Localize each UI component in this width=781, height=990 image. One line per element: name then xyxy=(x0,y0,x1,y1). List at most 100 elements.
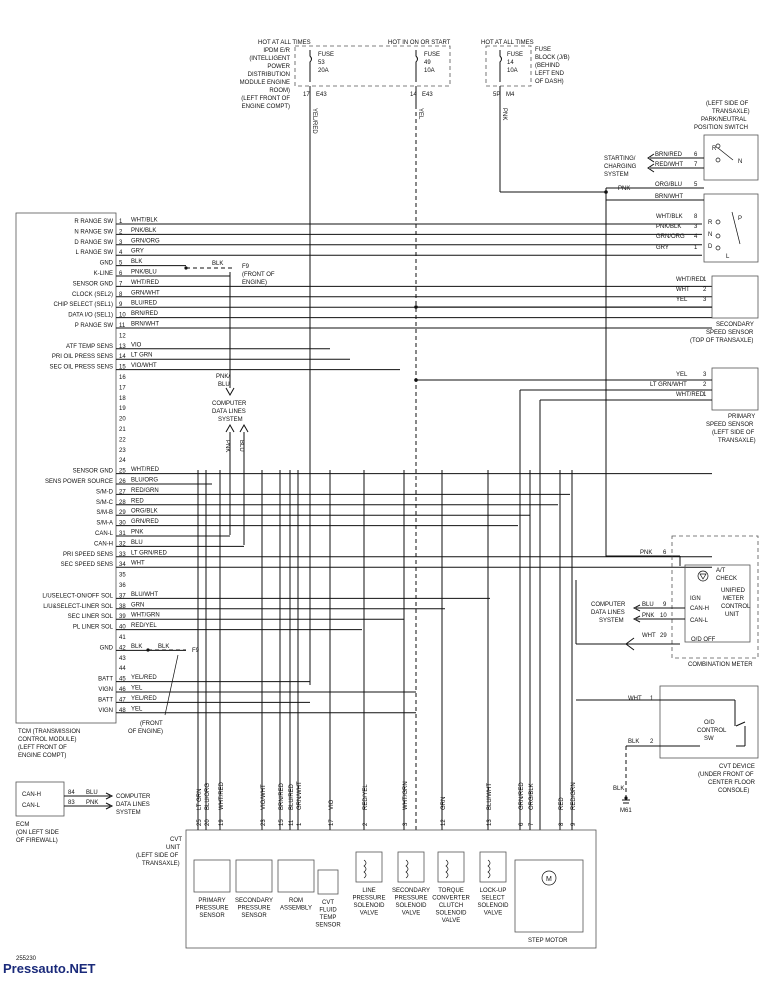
tcm-pin-number: 46 xyxy=(119,687,126,693)
svg-text:(UNDER FRONT OF: (UNDER FRONT OF xyxy=(698,772,754,778)
cvt-pin-wire: GRN/RED xyxy=(519,782,525,810)
tcm-pin-number: 32 xyxy=(119,541,126,547)
speed-feeds xyxy=(416,306,712,381)
tcm-pin-number: 37 xyxy=(119,593,126,599)
svg-text:ECM: ECM xyxy=(16,822,29,828)
svg-text:MODULE ENGINE: MODULE ENGINE xyxy=(240,80,290,86)
tcm-pin-name: VIGN xyxy=(98,687,113,693)
cvt-unit-components: PRIMARYPRESSURESENSORSECONDARYPRESSURESE… xyxy=(193,851,509,929)
pri-speed-wire: WHT/RED xyxy=(676,392,705,398)
cvt-component-label: VALVE xyxy=(484,911,502,917)
svg-text:FUSE: FUSE xyxy=(318,52,334,58)
tcm-pin-wire: GRN/RED xyxy=(131,519,159,525)
tcm-pin-wire: BRN/WHT xyxy=(131,322,159,328)
svg-text:BLK: BLK xyxy=(158,644,169,650)
tcm-pin-name: S/M-A xyxy=(96,521,113,527)
tcm-pin-number: 13 xyxy=(119,344,126,350)
tcm-pin-number: 2 xyxy=(119,229,123,235)
tcm-pin-number: 28 xyxy=(119,500,126,506)
ground-f9-top: BLK F9 (FRONT OF ENGINE) xyxy=(184,261,275,286)
svg-text:LEFT END: LEFT END xyxy=(535,71,565,77)
tcm-pin-number: 8 xyxy=(119,292,123,298)
cvt-pin-number: 25 xyxy=(197,819,203,826)
tcm-pin-number: 29 xyxy=(119,510,126,516)
tcm-pin-number: 5 xyxy=(119,261,123,267)
tcm-pin-number: 15 xyxy=(119,365,126,371)
solenoid-coil-icon xyxy=(487,859,491,879)
cvt-component-label: SENSOR xyxy=(199,913,225,919)
svg-text:(INTELLIGENT: (INTELLIGENT xyxy=(249,56,290,62)
svg-text:M61: M61 xyxy=(620,808,632,814)
sec-speed-pin: 1 xyxy=(703,277,707,283)
cvt-pin-number: 1 xyxy=(297,822,303,826)
tcm-pin-number: 39 xyxy=(119,614,126,620)
svg-text:53: 53 xyxy=(318,60,325,66)
svg-text:CAN-L: CAN-L xyxy=(690,618,709,624)
svg-text:L: L xyxy=(726,254,730,260)
svg-text:SECONDARY: SECONDARY xyxy=(716,322,754,328)
cdls-top: PNK/ BLU COMPUTER DATA LINES SYSTEM xyxy=(212,374,247,423)
jb-box xyxy=(485,45,532,87)
svg-text:CHECK: CHECK xyxy=(716,576,737,582)
svg-text:UNIT: UNIT xyxy=(725,612,739,618)
cvt-component-box xyxy=(277,859,315,893)
svg-text:TRANSAXLE): TRANSAXLE) xyxy=(712,109,750,115)
tcm-pin-name: S/M-B xyxy=(96,510,113,516)
svg-text:10A: 10A xyxy=(507,68,518,74)
pnp-pnk-join xyxy=(500,188,607,200)
cvt-pin-wire: LT GRN xyxy=(197,789,203,810)
pnp-pin-number: 3 xyxy=(694,224,698,230)
svg-text:BLK: BLK xyxy=(212,261,223,267)
cvt-unit-box xyxy=(185,829,597,949)
svg-text:COMBINATION METER: COMBINATION METER xyxy=(688,662,753,668)
can-l-wire xyxy=(225,423,235,535)
cvt-pin-wire: WHT/GRN xyxy=(403,781,409,810)
cvt-pin-wire: RED/GRN xyxy=(571,782,577,810)
cvt-component-label: PRESSURE xyxy=(237,906,270,912)
ecm-box xyxy=(15,781,65,817)
svg-text:IGN: IGN xyxy=(690,596,701,602)
tcm-pin-name: GND xyxy=(100,645,114,651)
cvt-pin-wire: RED/YEL xyxy=(363,784,369,810)
cvt-component-label: PRESSURE xyxy=(352,896,385,902)
pnp-pin-number: 8 xyxy=(694,214,698,220)
tcm-pin-name: S/M-D xyxy=(96,489,114,495)
svg-text:F9: F9 xyxy=(242,264,250,270)
tcm-pin-number: 7 xyxy=(119,281,123,287)
svg-text:WHT: WHT xyxy=(628,696,642,702)
cvt-component-label: SOLENOID xyxy=(395,903,427,909)
tcm-pin-number: 41 xyxy=(119,635,126,641)
solenoid-coil-icon xyxy=(363,859,367,879)
cvt-pin-number: 6 xyxy=(519,822,525,826)
solenoid-coil-icon xyxy=(405,859,409,879)
cvt-pin-number: 11 xyxy=(289,819,295,826)
cvt-component-label: SOLENOID xyxy=(353,903,385,909)
ipdm-hot-label: HOT AT ALL TIMES xyxy=(258,40,311,46)
cvt-pin-number: 8 xyxy=(559,822,565,826)
combination-meter-box xyxy=(671,535,759,659)
wire-c-pin: 5P xyxy=(493,92,500,98)
tcm-pin-number: 42 xyxy=(119,645,126,651)
tcm-pin-number: 21 xyxy=(119,427,126,433)
svg-text:R: R xyxy=(708,220,713,226)
tcm-pin-name: L/U&SELECT-LINER SOL xyxy=(43,604,113,610)
tcm-pin-name: BATT xyxy=(98,677,113,683)
svg-text:(ON LEFT SIDE: (ON LEFT SIDE xyxy=(16,830,59,836)
svg-text:O/D: O/D xyxy=(704,720,715,726)
tcm-pin-wire: WHT/BLK xyxy=(131,218,158,224)
sec-speed-wire: WHT xyxy=(676,287,690,293)
svg-text:POSITION SWITCH: POSITION SWITCH xyxy=(694,125,748,131)
tcm-pin-wire: BLU/RED xyxy=(131,301,158,307)
svg-text:TRANSAXLE): TRANSAXLE) xyxy=(718,438,756,444)
cvt-unit-desc: CVT UNIT (LEFT SIDE OF TRANSAXLE) xyxy=(136,837,182,867)
pnp-contacts: R N R P N D L xyxy=(708,143,742,260)
svg-text:BLK: BLK xyxy=(613,786,624,792)
pri-speed-wire: YEL xyxy=(676,372,688,378)
tcm-pin-number: 23 xyxy=(119,448,126,454)
tcm-pin-number: 1 xyxy=(119,219,123,225)
tcm-pin-name: N RANGE SW xyxy=(74,229,113,235)
tcm-pin-wire: WHT xyxy=(131,561,145,567)
svg-text:10A: 10A xyxy=(424,68,435,74)
